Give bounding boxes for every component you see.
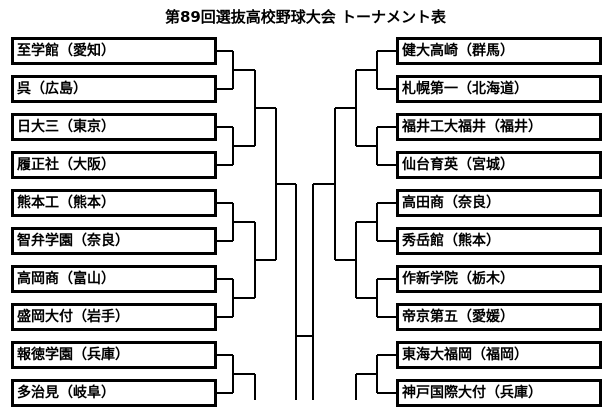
page-title: 第89回選抜高校野球大会 トーナメント表 <box>164 8 447 26</box>
team-box: 報徳学園（兵庫） <box>11 341 217 369</box>
team-box: 履正社（大阪） <box>11 151 217 179</box>
team-box: 高田商（奈良） <box>396 189 602 217</box>
team-box: 秀岳館（熊本） <box>396 227 602 255</box>
team-box: 智弁学園（奈良） <box>11 227 217 255</box>
team-box: 作新学院（栃木） <box>396 265 602 293</box>
team-box: 帝京第五（愛媛） <box>396 303 602 331</box>
team-box: 至学館（愛知） <box>11 37 217 65</box>
team-box: 日大三（東京） <box>11 113 217 141</box>
team-box: 熊本工（熊本） <box>11 189 217 217</box>
team-box: 神戸国際大付（兵庫） <box>396 379 602 407</box>
team-box: 札幌第一（北海道） <box>396 75 602 103</box>
team-box: 仙台育英（宮城） <box>396 151 602 179</box>
team-box: 東海大福岡（福岡） <box>396 341 602 369</box>
team-box: 盛岡大付（岩手） <box>11 303 217 331</box>
team-box: 多治見（岐阜） <box>11 379 217 407</box>
team-box: 高岡商（富山） <box>11 265 217 293</box>
team-box: 健大高崎（群馬） <box>396 37 602 65</box>
team-box: 福井工大福井（福井） <box>396 113 602 141</box>
team-box: 呉（広島） <box>11 75 217 103</box>
